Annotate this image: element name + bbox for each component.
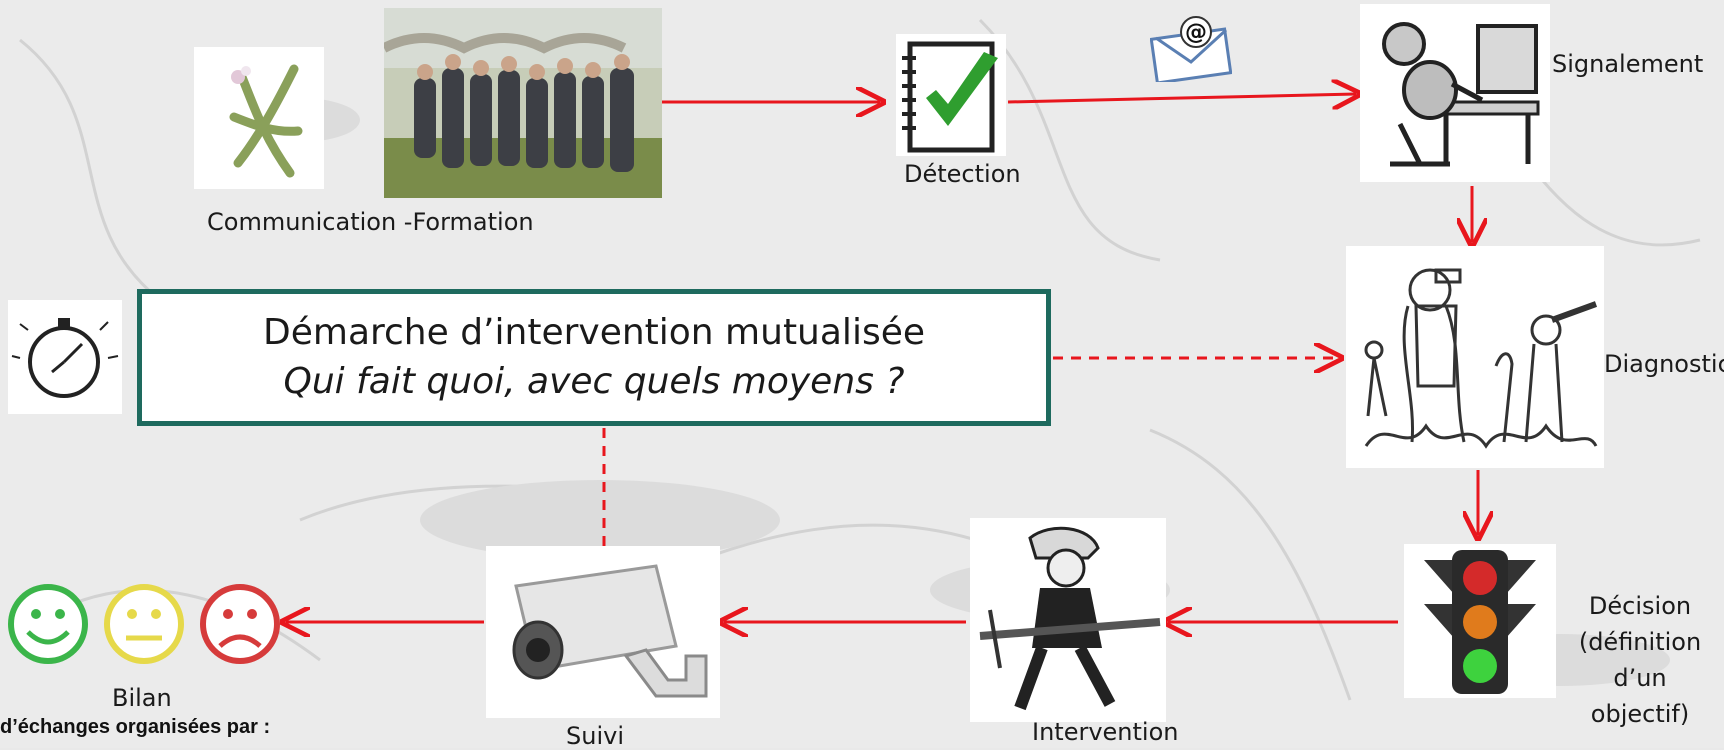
email-icon: @ bbox=[1149, 14, 1233, 85]
label-decision: Décision (définition d’un objectif) bbox=[1556, 588, 1724, 732]
intervention-image bbox=[970, 518, 1166, 722]
plant-image bbox=[194, 47, 324, 189]
label-communication: Communication -Formation bbox=[207, 208, 534, 236]
group-photo bbox=[384, 8, 662, 198]
decision-image bbox=[1404, 544, 1556, 698]
traffic-light-icon bbox=[1424, 550, 1536, 694]
birdwatchers-icon bbox=[1364, 268, 1598, 449]
smiley-neutral-icon bbox=[104, 584, 184, 664]
detection-image bbox=[896, 34, 1006, 156]
decision-line-1: Décision bbox=[1588, 592, 1692, 620]
label-bilan: Bilan bbox=[112, 684, 172, 712]
plant-icon bbox=[229, 64, 303, 178]
signalement-image bbox=[1360, 4, 1550, 182]
decision-line-3: d’un bbox=[1613, 664, 1667, 692]
bilan-smileys bbox=[6, 578, 282, 672]
stopwatch-icon bbox=[11, 318, 119, 398]
firefighter-icon bbox=[979, 526, 1161, 711]
smiley-happy-icon bbox=[8, 584, 88, 664]
label-detection: Détection bbox=[904, 160, 1021, 188]
diagnostic-image bbox=[1346, 246, 1604, 468]
label-signalement: Signalement bbox=[1552, 50, 1704, 78]
svg-text:@: @ bbox=[1185, 20, 1207, 45]
label-suivi: Suivi bbox=[566, 722, 624, 750]
smiley-sad-icon bbox=[200, 584, 280, 664]
stopwatch-image bbox=[8, 300, 122, 414]
suivi-image bbox=[486, 546, 720, 718]
label-diagnostic: Diagnostic bbox=[1604, 350, 1724, 378]
footer-text: d’échanges organisées par : bbox=[0, 716, 271, 738]
central-process-box: Démarche d’intervention mutualisée Qui f… bbox=[137, 289, 1051, 426]
process-title: Démarche d’intervention mutualisée bbox=[263, 312, 925, 353]
process-subtitle: Qui fait quoi, avec quels moyens ? bbox=[283, 361, 905, 402]
computer-user-icon bbox=[1382, 22, 1540, 167]
decision-line-2: (définition bbox=[1578, 628, 1702, 656]
label-intervention: Intervention bbox=[1032, 718, 1179, 746]
checklist-icon bbox=[902, 41, 998, 153]
security-camera-icon bbox=[512, 564, 708, 698]
arrow-detection-to-signalement bbox=[1007, 94, 1356, 102]
decision-line-4: objectif) bbox=[1590, 700, 1690, 728]
